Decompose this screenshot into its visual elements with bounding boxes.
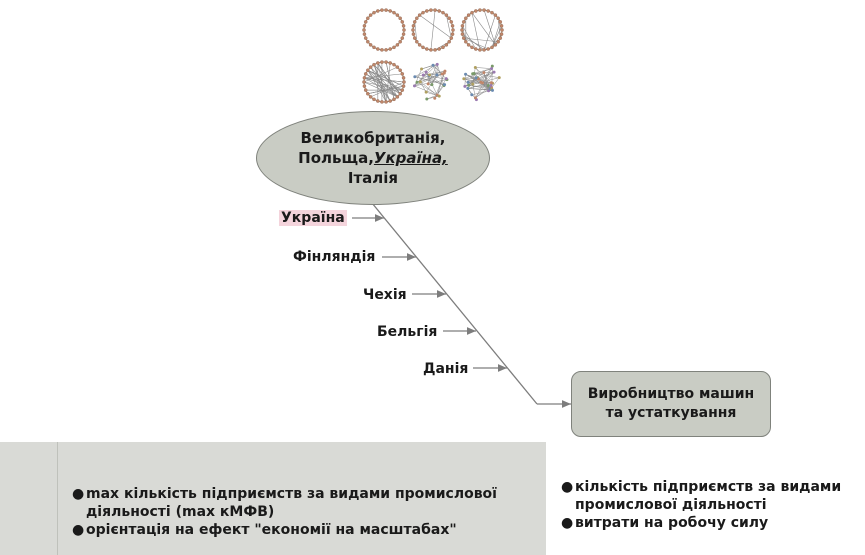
target-line-2: та устаткування — [605, 405, 737, 421]
industry-target-box: Виробництво машин та устаткування — [571, 371, 771, 437]
ring-many-chords-network-icon — [459, 7, 505, 53]
spine-line — [371, 202, 538, 405]
panel-divider — [57, 442, 58, 555]
dense-ring-network-icon — [361, 59, 407, 105]
cluster-ukraine: Україна, — [373, 149, 448, 167]
country-cluster-ellipse: Великобританія, Польща,Україна, Італія — [256, 111, 490, 205]
bullet-icon: ● — [72, 522, 85, 538]
bullet-icon: ● — [72, 486, 85, 502]
cluster-line-1: Великобританія, — [300, 129, 446, 147]
country-label-denmark: Данія — [423, 361, 469, 377]
country-label-belgium: Бельгія — [377, 324, 438, 340]
bullet-icon: ● — [561, 515, 574, 531]
cluster-line-2: Польща, — [298, 149, 374, 167]
left-factor-item: ● орієнтація на ефект "економії на масшт… — [72, 522, 457, 538]
country-label-czechia: Чехія — [363, 287, 407, 303]
target-line-1: Виробництво машин — [587, 386, 755, 402]
left-factor-item: ● max кількість підприємств за видами пр… — [72, 486, 497, 520]
country-label-finland: Фінляндія — [293, 249, 376, 265]
country-label-ukraine: Україна — [279, 210, 347, 226]
left-factor-list: ● max кількість підприємств за видами пр… — [72, 485, 542, 539]
right-factor-item: ● кількість підприємств за видами промис… — [561, 479, 842, 513]
scale-free-network-icon — [410, 59, 456, 105]
right-factor-list: ● кількість підприємств за видами промис… — [561, 478, 861, 532]
ring-network-icon — [361, 7, 407, 53]
ring-few-chords-network-icon — [410, 7, 456, 53]
right-factor-item: ● витрати на робочу силу — [561, 515, 769, 531]
left-factor-panel — [0, 442, 546, 555]
bullet-icon: ● — [561, 479, 574, 495]
cluster-line-3: Італія — [347, 169, 399, 187]
random-network-icon — [459, 59, 505, 105]
